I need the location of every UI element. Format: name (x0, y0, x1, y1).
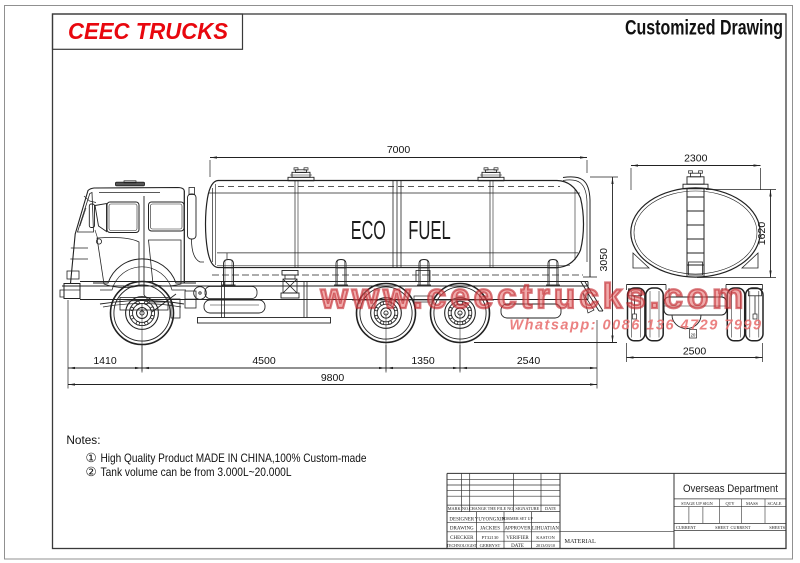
svg-text:Overseas Department: Overseas Department (683, 483, 778, 495)
svg-text:QTY: QTY (725, 501, 735, 506)
svg-text:High Quality Product MADE IN C: High Quality Product MADE IN CHINA,100% … (101, 452, 367, 465)
svg-text:20: 20 (691, 333, 696, 338)
svg-text:1350: 1350 (411, 355, 435, 367)
svg-text:SCALE: SCALE (768, 501, 782, 506)
svg-text:Notes:: Notes: (66, 433, 100, 447)
svg-text:9800: 9800 (321, 372, 345, 384)
svg-text:MARK: MARK (448, 506, 462, 511)
svg-text:FORMER SET UP: FORMER SET UP (502, 516, 533, 521)
svg-text:ECO: ECO (351, 217, 386, 245)
svg-text:STAGE UP SIGN: STAGE UP SIGN (681, 501, 714, 506)
svg-text:CURRENT: CURRENT (676, 525, 696, 530)
svg-text:1620: 1620 (756, 222, 768, 246)
svg-text:DESIGNER: DESIGNER (449, 518, 474, 523)
svg-text:CEEC TRUCKS: CEEC TRUCKS (68, 18, 228, 44)
svg-text:APPROVER: APPROVER (504, 527, 531, 532)
svg-text:DATE: DATE (511, 544, 524, 549)
svg-text:①: ① (86, 451, 97, 465)
svg-text:2013/03/10: 2013/03/10 (536, 543, 555, 548)
svg-text:②: ② (86, 465, 97, 479)
svg-text:TECHNOLOGIST: TECHNOLOGIST (447, 543, 478, 548)
svg-text:MATERIAL: MATERIAL (565, 538, 596, 545)
svg-text:FUEL: FUEL (408, 217, 451, 245)
svg-text:LIHUATIAN: LIHUATIAN (532, 527, 559, 532)
svg-text:JACKIES: JACKIES (480, 527, 500, 532)
svg-text:CHECKER: CHECKER (450, 536, 474, 541)
svg-text:www.ceectrucks.com: www.ceectrucks.com (320, 277, 748, 316)
svg-text:PT32130: PT32130 (482, 535, 500, 540)
svg-text:SHEET: SHEET (715, 525, 729, 530)
svg-text:7000: 7000 (387, 144, 411, 156)
svg-text:KASTON: KASTON (536, 535, 555, 540)
svg-text:Whatsapp: 0086 136 4729 7999: Whatsapp: 0086 136 4729 7999 (509, 318, 762, 334)
svg-text:DRAWING: DRAWING (450, 527, 474, 532)
svg-text:4500: 4500 (252, 355, 276, 367)
svg-text:CHANGE THE FILE NO.: CHANGE THE FILE NO. (469, 506, 515, 511)
svg-text:1410: 1410 (93, 355, 117, 367)
svg-text:Tank volume can be from 3.000L: Tank volume can be from 3.000L~20.000L (101, 466, 292, 479)
svg-text:CURRENT: CURRENT (731, 525, 751, 530)
svg-text:SIGNATURE: SIGNATURE (515, 506, 539, 511)
svg-text:3050: 3050 (598, 248, 610, 272)
svg-text:2500: 2500 (683, 346, 707, 358)
svg-text:Customized Drawing: Customized Drawing (625, 15, 783, 39)
svg-text:2540: 2540 (517, 355, 541, 367)
svg-text:DATE: DATE (545, 506, 556, 511)
svg-text:YUYONGXIN: YUYONGXIN (475, 518, 506, 523)
svg-text:GERRYST: GERRYST (480, 543, 501, 548)
svg-text:2300: 2300 (684, 153, 708, 165)
svg-text:MASS: MASS (746, 501, 759, 506)
svg-text:SHEETS: SHEETS (769, 525, 785, 530)
svg-text:NO.: NO. (462, 506, 469, 511)
svg-text:VERIFIER: VERIFIER (506, 536, 529, 541)
